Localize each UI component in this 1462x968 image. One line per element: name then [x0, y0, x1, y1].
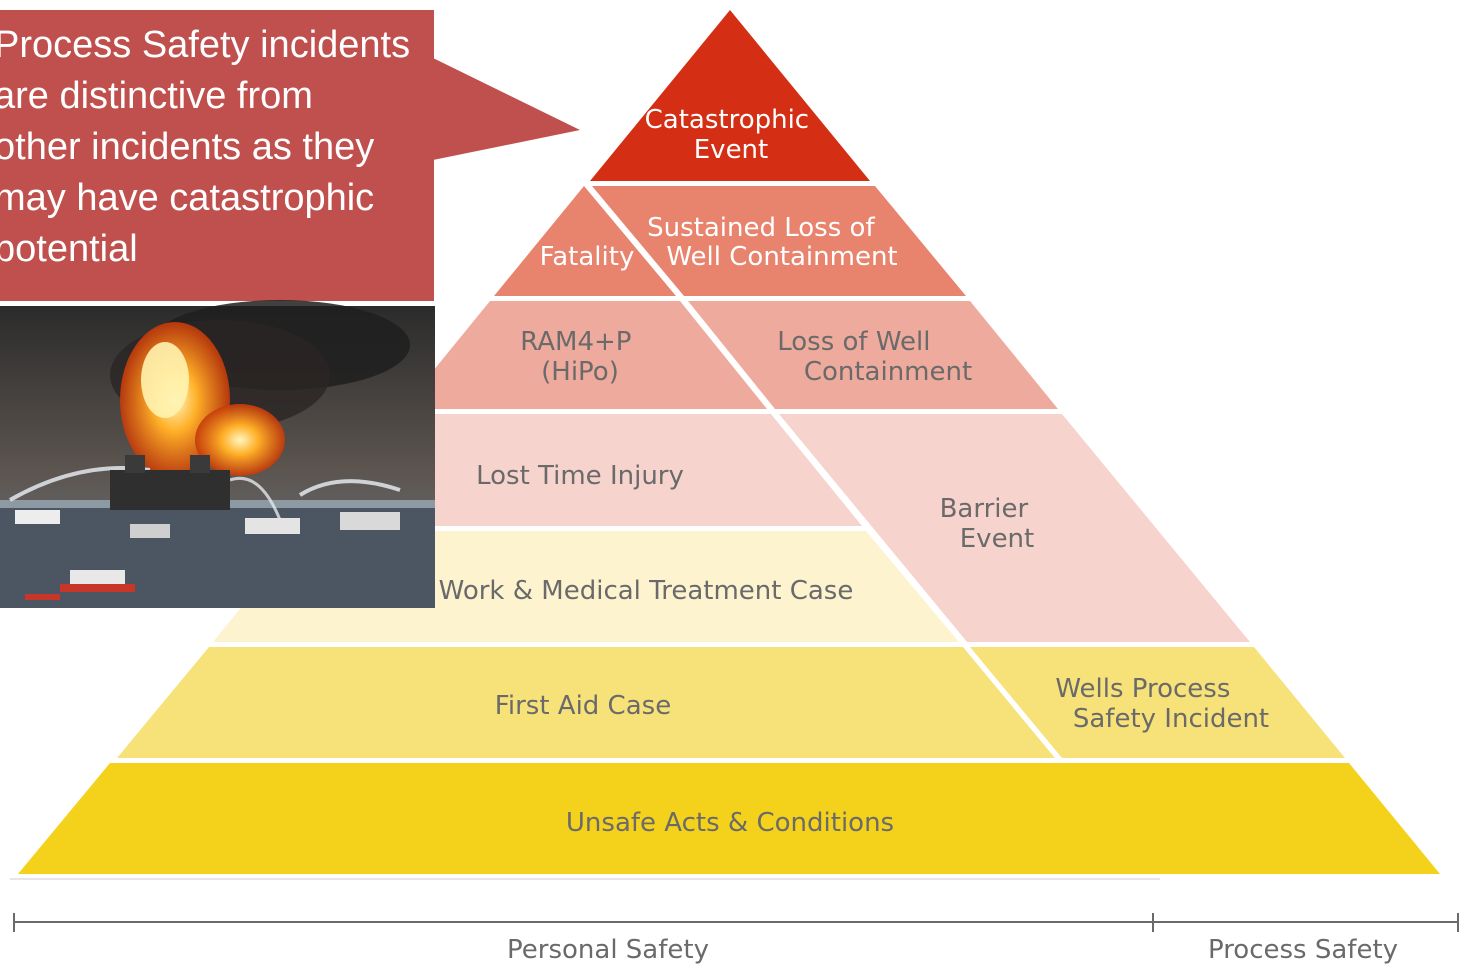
- wells-process-label: Wells Process Safety Incident: [1055, 674, 1269, 734]
- loss-of-well-tier: [688, 301, 1058, 409]
- fatality-tier: [494, 186, 676, 296]
- lost-time-injury-tier: [307, 414, 862, 526]
- callout-line: may have catastrophic: [0, 177, 375, 219]
- callout-line: Process Safety incidents: [0, 24, 411, 66]
- safety-axis: [13, 913, 1459, 932]
- unsafe-acts-tier: [18, 763, 1440, 874]
- first-aid-tier: [117, 647, 1055, 758]
- sustained-loss-tier: [592, 186, 966, 296]
- callout-text: Process Safety incidents are distinctive…: [0, 20, 424, 275]
- ram4p-tier: [402, 301, 767, 409]
- barrier-event-label: Barrier Event: [940, 494, 1037, 554]
- callout-line: potential: [0, 228, 138, 270]
- oil-rig-fire-photo: [0, 300, 435, 608]
- loss-of-well-label: Loss of Well Containment: [777, 327, 972, 387]
- work-medical-label: Work & Medical Treatment Case: [439, 576, 854, 606]
- callout-line: other incidents as they: [0, 126, 375, 168]
- barrier-event-tier: [779, 414, 1250, 642]
- catastrophic-event-tier: [590, 10, 870, 181]
- fatality-label: Fatality: [540, 242, 635, 272]
- first-aid-label: First Aid Case: [495, 691, 671, 721]
- callout-box: [0, 10, 580, 301]
- unsafe-acts-label: Unsafe Acts & Conditions: [566, 808, 894, 838]
- callout-line: are distinctive from: [0, 75, 313, 117]
- sustained-loss-label: Sustained Loss of Well Containment: [647, 213, 898, 272]
- catastrophic-label: Catastrophic Event: [645, 105, 818, 165]
- ram4p-label: RAM4+P (HiPo): [520, 327, 640, 387]
- process-safety-label: Process Safety: [1208, 935, 1398, 965]
- lost-time-injury-label: Lost Time Injury: [476, 461, 684, 491]
- personal-safety-label: Personal Safety: [507, 935, 709, 965]
- wells-process-tier: [970, 647, 1345, 758]
